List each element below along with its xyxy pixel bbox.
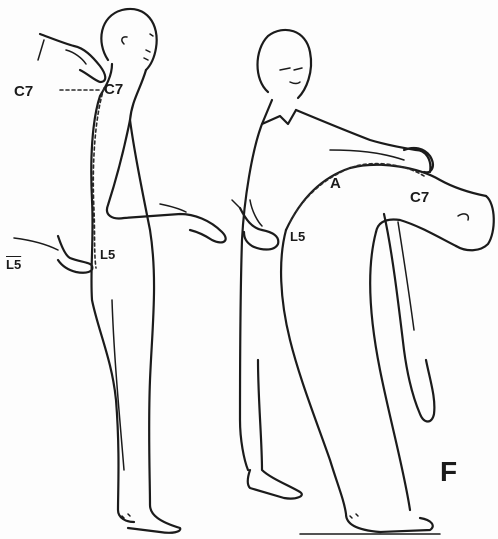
panel-letter: F [440,458,457,486]
label-c7-flexed: C7 [410,190,429,205]
label-l5-flexed: L5 [290,230,305,243]
label-l5-outside: L5 [6,258,21,271]
flexed-patient [281,164,494,534]
hand-icon [232,200,278,250]
label-curve-a: A [330,176,341,191]
examiner [240,30,430,499]
hand-icon [38,34,105,82]
label-c7-spine: C7 [104,82,123,97]
hand-icon [14,236,92,273]
label-c7-outside: C7 [14,84,33,99]
label-l5-spine: L5 [100,248,115,261]
